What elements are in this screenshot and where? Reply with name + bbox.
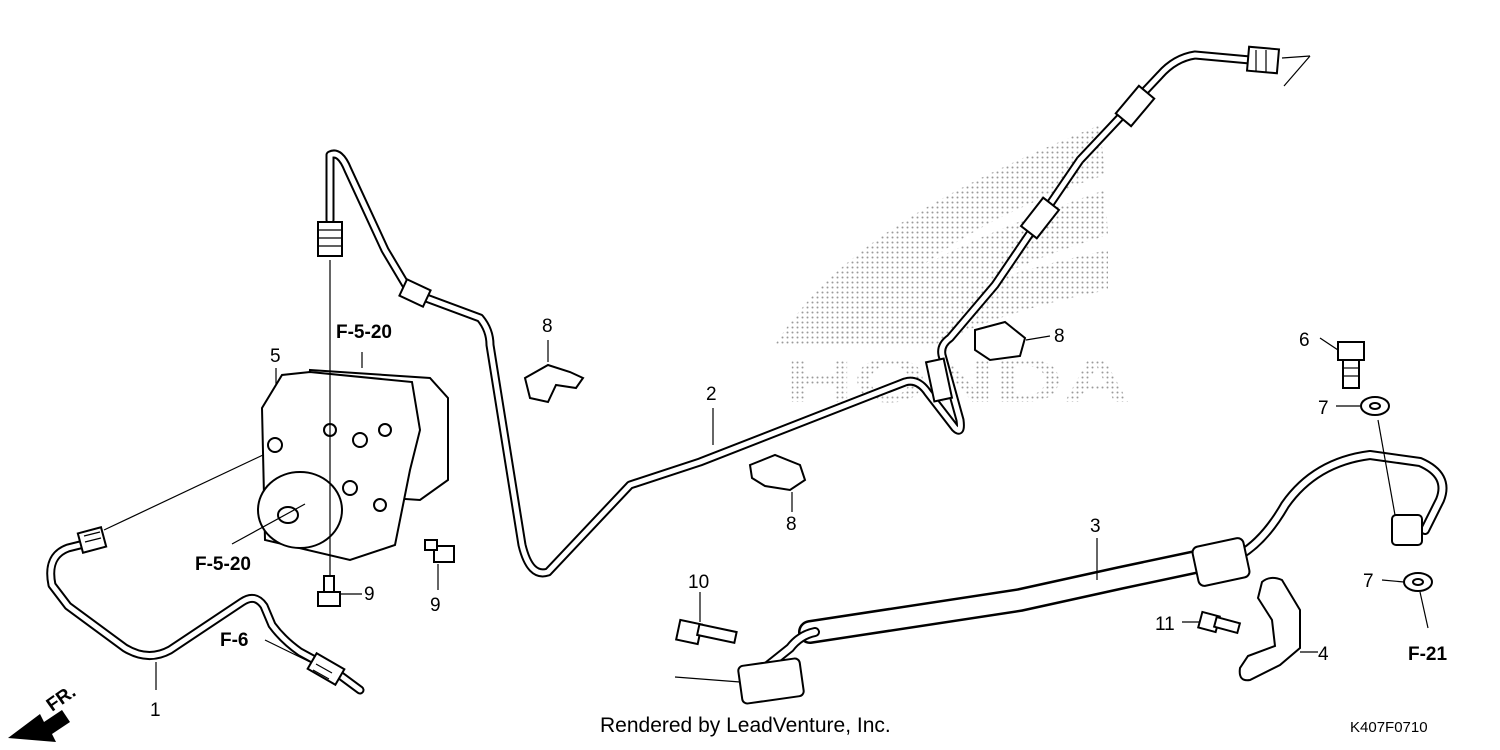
diagram-code: K407F0710 [1350, 719, 1428, 736]
callout-9-right: 9 [430, 595, 441, 616]
callout-9-left: 9 [364, 584, 375, 605]
callout-4: 4 [1318, 644, 1329, 665]
abs-modulator [257, 368, 449, 562]
brake-pipe-1 [46, 537, 365, 695]
clip-8-center [748, 453, 807, 492]
front-direction-arrow: FR. [8, 681, 80, 742]
washer-7-lower [1403, 572, 1433, 592]
callout-7-lower: 7 [1363, 571, 1374, 592]
bolt-10 [674, 618, 738, 646]
callout-11: 11 [1155, 614, 1175, 635]
callout-8-left: 8 [542, 316, 553, 337]
brake-pipe-2 [325, 50, 1255, 578]
callout-6: 6 [1299, 330, 1310, 351]
render-credit: Rendered by LeadVenture, Inc. [600, 714, 891, 737]
washer-7-upper [1360, 396, 1390, 416]
clip-8-left [523, 363, 585, 404]
callout-1: 1 [150, 700, 161, 721]
brake-hose-3 [737, 450, 1448, 705]
callout-3: 3 [1090, 516, 1101, 537]
bolt-11 [1197, 610, 1242, 635]
stay-4 [1238, 576, 1301, 682]
bolt-6 [1337, 341, 1365, 389]
clip-8-right [974, 320, 1027, 362]
callout-7-upper: 7 [1318, 398, 1329, 419]
ref-f-6: F-6 [220, 630, 249, 651]
ref-f-5-20-bottom: F-5-20 [195, 554, 251, 575]
bolt-9-right [424, 539, 455, 563]
callout-5: 5 [270, 346, 281, 367]
leader-lines [103, 55, 1429, 690]
pipe-1-nut-b [306, 651, 346, 687]
callout-8-right: 8 [1054, 326, 1065, 347]
pipe-2-nut-top [317, 221, 343, 257]
ref-f-5-20-top: F-5-20 [336, 322, 392, 343]
bolt-9-left [317, 575, 341, 607]
pipe-1-nut-a [76, 526, 108, 554]
front-direction-label: FR. [43, 681, 80, 716]
pipe-2-nut-end [1245, 45, 1281, 75]
callout-10: 10 [688, 572, 709, 593]
ref-f-21: F-21 [1408, 644, 1448, 665]
callout-8-center: 8 [786, 514, 797, 535]
callout-2: 2 [706, 384, 717, 405]
